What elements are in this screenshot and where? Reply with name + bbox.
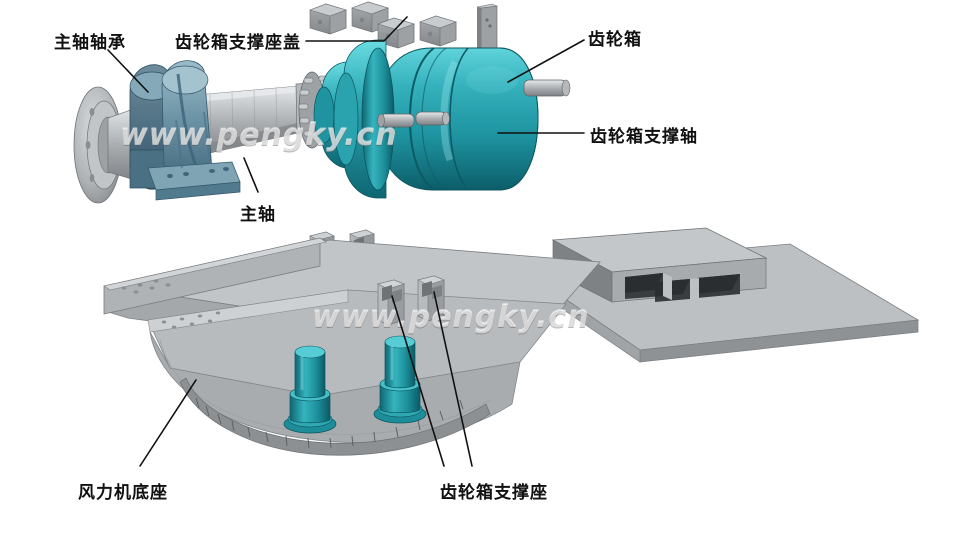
- wind-turbine-base: [103, 227, 920, 456]
- leader-gearbox-support-cap: [305, 16, 408, 42]
- label-wind-turbine-base: 风力机底座: [78, 483, 168, 503]
- label-gearbox: 齿轮箱: [588, 30, 642, 50]
- yaw-ring: [179, 377, 491, 456]
- leader-gearbox-support-seat-2: [433, 291, 473, 467]
- gearbox-support-shaft-right: [415, 111, 450, 126]
- gearbox-support-cap-3: [377, 17, 415, 49]
- leader-gearbox-support-seat-1: [391, 295, 445, 467]
- label-main-shaft-bearing: 主轴轴承: [54, 33, 126, 53]
- leader-gearbox: [507, 39, 585, 83]
- gearbox-support-cap-group: [309, 1, 457, 49]
- rear-frame-box: [551, 227, 768, 303]
- main-shaft-bearing-front: [147, 60, 241, 201]
- label-main-shaft: 主轴: [240, 205, 276, 225]
- watermark-top: www.pengky.cn: [120, 118, 398, 153]
- label-gearbox-support-cap: 齿轮箱支撑座盖: [175, 33, 301, 53]
- label-gearbox-support-shaft: 齿轮箱支撑轴: [590, 127, 698, 147]
- label-gearbox-support-seat: 齿轮箱支撑座: [440, 483, 548, 503]
- gearbox-support-shaft-left: [377, 113, 415, 128]
- watermark-bottom: www.pengky.cn: [312, 300, 590, 335]
- leader-main-shaft-bearing: [107, 49, 149, 93]
- gearbox-support-cap-4: [419, 15, 457, 47]
- gearbox-output-shaft: [523, 79, 571, 97]
- leader-wind-turbine-base: [139, 379, 197, 467]
- gearbox-support-cap-1: [309, 3, 347, 35]
- gearbox-support-seat-1: [377, 279, 405, 326]
- leader-main-shaft: [243, 157, 259, 193]
- base-locating-pin-right: [373, 335, 427, 424]
- base-locating-pin-left: [283, 345, 337, 434]
- gearbox-body: [313, 39, 539, 199]
